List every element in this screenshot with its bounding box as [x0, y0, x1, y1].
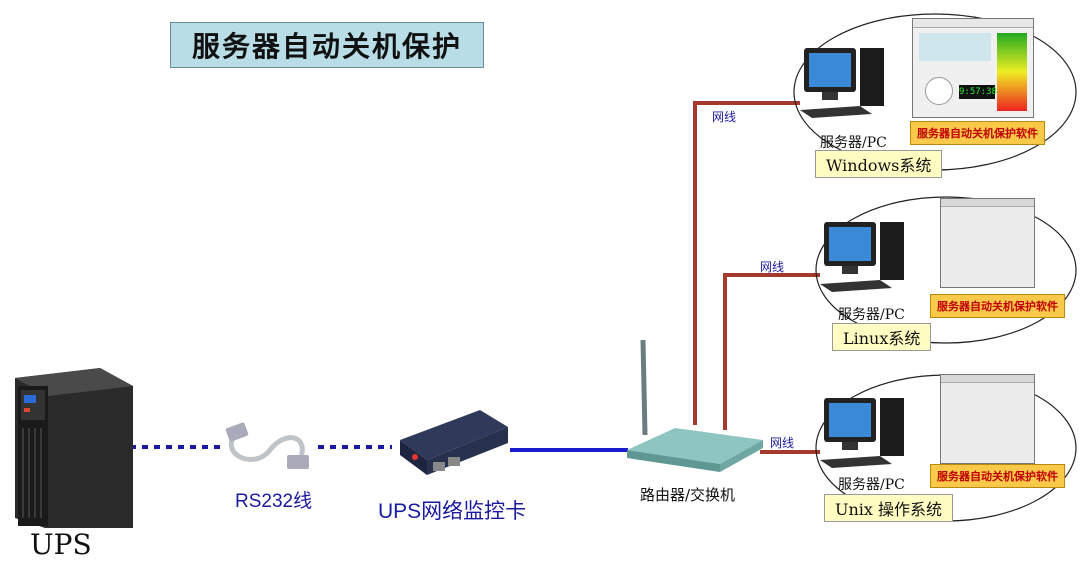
server-2-device-label: 服务器/PC: [838, 307, 905, 323]
server-2-ellipse: [815, 196, 1077, 344]
lcd-clock: 9:57:38: [959, 85, 997, 99]
cable-label-3: 网线: [770, 436, 795, 450]
server-3-os-label: Unix 操作系统: [824, 494, 954, 522]
software-label-2: 服务器自动关机保护软件: [930, 294, 1065, 318]
rs232-label: RS232线: [235, 491, 313, 512]
cable-label-1: 网线: [712, 110, 737, 124]
ups-tower-icon: [15, 368, 133, 528]
server-3-device-label: 服务器/PC: [838, 477, 905, 493]
server-1-device-label: 服务器/PC: [820, 135, 887, 151]
server-group-2: 服务器自动关机保护软件 服务器/PC Linux系统: [812, 190, 1080, 351]
ups-network-card-icon: [395, 405, 510, 480]
computer-icon: [820, 222, 904, 292]
server-group-1: 9:57:38 服务器自动关机保护软件 服务器/PC Windows系统: [790, 10, 1080, 178]
cable-to-server-1: [693, 101, 800, 425]
server-2-os-label: Linux系统: [832, 323, 932, 351]
router-icon: [625, 339, 765, 480]
software-label-3: 服务器自动关机保护软件: [930, 464, 1065, 488]
rs232-cable-icon: [215, 415, 320, 485]
ups-label: UPS: [30, 528, 92, 561]
software-screenshot-3: [940, 374, 1035, 464]
computer-icon: [800, 48, 884, 118]
software-screenshot-2: [940, 198, 1035, 288]
server-group-3: 服务器自动关机保护软件 服务器/PC Unix 操作系统: [812, 368, 1080, 528]
page-title: 服务器自动关机保护: [170, 22, 484, 68]
cable-to-server-2: [723, 273, 820, 430]
server-1-os-label: Windows系统: [815, 150, 943, 178]
network-card-label: UPS网络监控卡: [378, 500, 527, 523]
software-label-1: 服务器自动关机保护软件: [910, 121, 1045, 145]
computer-icon: [820, 398, 904, 468]
software-screenshot-1: 9:57:38: [912, 18, 1034, 118]
cable-label-2: 网线: [760, 260, 785, 274]
ups-device: [15, 368, 133, 528]
router-label: 路由器/交换机: [640, 486, 736, 504]
